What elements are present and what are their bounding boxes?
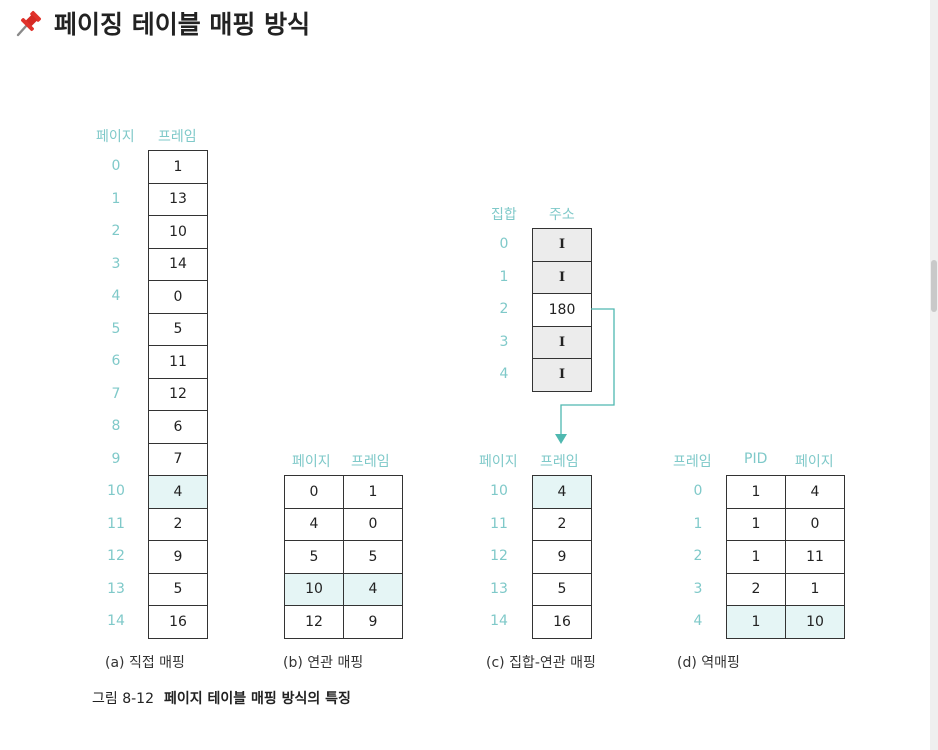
- header-frame: 프레임: [351, 454, 390, 470]
- page-index: 3: [111, 255, 121, 272]
- header-page: 페이지: [96, 129, 135, 145]
- set-index: 2: [499, 301, 509, 317]
- header-address: 주소: [549, 207, 575, 223]
- frame-cell: 1: [343, 475, 403, 509]
- frame-cell: 4: [148, 475, 208, 509]
- page-cell: 0: [785, 507, 845, 541]
- header-page: 페이지: [795, 454, 834, 470]
- set-index: 1: [499, 268, 509, 285]
- frame-index: 2: [693, 548, 703, 564]
- page-index: 1: [111, 190, 121, 207]
- frame-cell: 13: [148, 182, 208, 216]
- page-index: 7: [111, 385, 121, 402]
- page-cell: 10: [785, 605, 845, 639]
- header-frame: 프레임: [540, 454, 579, 470]
- figure-title: 페이지 테이블 매핑 방식의 특징: [163, 691, 351, 707]
- page-index: 13: [490, 580, 508, 597]
- page-cell: 12: [284, 605, 344, 639]
- header-pid: PID: [744, 451, 768, 467]
- page-cell: 4: [785, 475, 845, 509]
- frame-cell: 11: [148, 345, 208, 379]
- frame-cell: 1: [148, 150, 208, 184]
- header-page: 페이지: [292, 454, 331, 470]
- figure-caption: 그림 8-12 페이지 테이블 매핑 방식의 특징: [92, 688, 351, 708]
- frame-cell: 16: [532, 605, 592, 639]
- page-cell: 5: [284, 540, 344, 574]
- page-index: 5: [111, 320, 121, 337]
- header-page: 페이지: [479, 454, 518, 470]
- page-index: 12: [490, 548, 508, 564]
- pid-cell: 1: [726, 540, 786, 574]
- page-title: 페이징 테이블 매핑 방식: [54, 10, 311, 39]
- set-index: 3: [499, 333, 509, 350]
- frame-cell: 4: [532, 475, 592, 509]
- invalid-entry: I: [532, 228, 592, 262]
- address-cell: 180: [532, 293, 592, 327]
- frame-cell: 5: [148, 312, 208, 346]
- caption-set-associative: (c) 집합-연관 매핑: [486, 655, 596, 671]
- page-index: 10: [490, 483, 508, 499]
- frame-cell: 5: [532, 572, 592, 606]
- page-index: 11: [107, 515, 125, 532]
- scrollbar-thumb[interactable]: [931, 260, 937, 312]
- pid-cell: 1: [726, 605, 786, 639]
- page-index: 6: [111, 353, 121, 369]
- page-index: 0: [111, 158, 121, 174]
- frame-cell: 7: [148, 442, 208, 476]
- frame-index: 0: [693, 483, 703, 499]
- page-cell: 1: [785, 572, 845, 606]
- page-index: 10: [107, 483, 125, 499]
- page-index: 8: [111, 418, 121, 434]
- caption-direct: (a) 직접 매핑: [105, 655, 185, 671]
- pushpin-icon: [14, 8, 44, 38]
- page-cell: 11: [785, 540, 845, 574]
- frame-cell: 6: [148, 410, 208, 444]
- invalid-entry: I: [532, 358, 592, 392]
- page-index: 4: [111, 288, 121, 304]
- header-set: 집합: [491, 207, 517, 223]
- frame-index: 3: [693, 580, 703, 597]
- header-frame: 프레임: [673, 454, 712, 470]
- page-cell: 10: [284, 572, 344, 606]
- page-index: 14: [490, 613, 508, 629]
- header-frame: 프레임: [158, 129, 197, 145]
- caption-inverted: (d) 역매핑: [677, 655, 740, 671]
- page-index: 11: [490, 515, 508, 532]
- frame-cell: 14: [148, 247, 208, 281]
- page-index: 2: [111, 223, 121, 239]
- page-index: 13: [107, 580, 125, 597]
- figure-number: 그림 8-12: [92, 691, 154, 707]
- section-heading: 페이징 테이블 매핑 방식: [14, 6, 310, 40]
- frame-cell: 12: [148, 377, 208, 411]
- frame-index: 4: [693, 613, 703, 629]
- pid-cell: 1: [726, 475, 786, 509]
- page-index: 12: [107, 548, 125, 564]
- frame-cell: 0: [343, 507, 403, 541]
- frame-cell: 9: [343, 605, 403, 639]
- frame-cell: 9: [532, 540, 592, 574]
- frame-cell: 10: [148, 215, 208, 249]
- page-cell: 0: [284, 475, 344, 509]
- invalid-entry: I: [532, 260, 592, 294]
- caption-associative: (b) 연관 매핑: [283, 655, 364, 671]
- pid-cell: 2: [726, 572, 786, 606]
- frame-cell: 2: [532, 507, 592, 541]
- set-index: 0: [499, 236, 509, 252]
- frame-cell: 9: [148, 540, 208, 574]
- scrollbar[interactable]: [930, 0, 938, 750]
- frame-cell: 5: [148, 572, 208, 606]
- frame-cell: 5: [343, 540, 403, 574]
- frame-cell: 2: [148, 507, 208, 541]
- page-index: 14: [107, 613, 125, 629]
- frame-index: 1: [693, 515, 703, 532]
- frame-cell: 0: [148, 280, 208, 314]
- frame-cell: 4: [343, 572, 403, 606]
- frame-cell: 16: [148, 605, 208, 639]
- page-index: 9: [111, 450, 121, 467]
- set-index: 4: [499, 366, 509, 382]
- invalid-entry: I: [532, 325, 592, 359]
- page-cell: 4: [284, 507, 344, 541]
- pid-cell: 1: [726, 507, 786, 541]
